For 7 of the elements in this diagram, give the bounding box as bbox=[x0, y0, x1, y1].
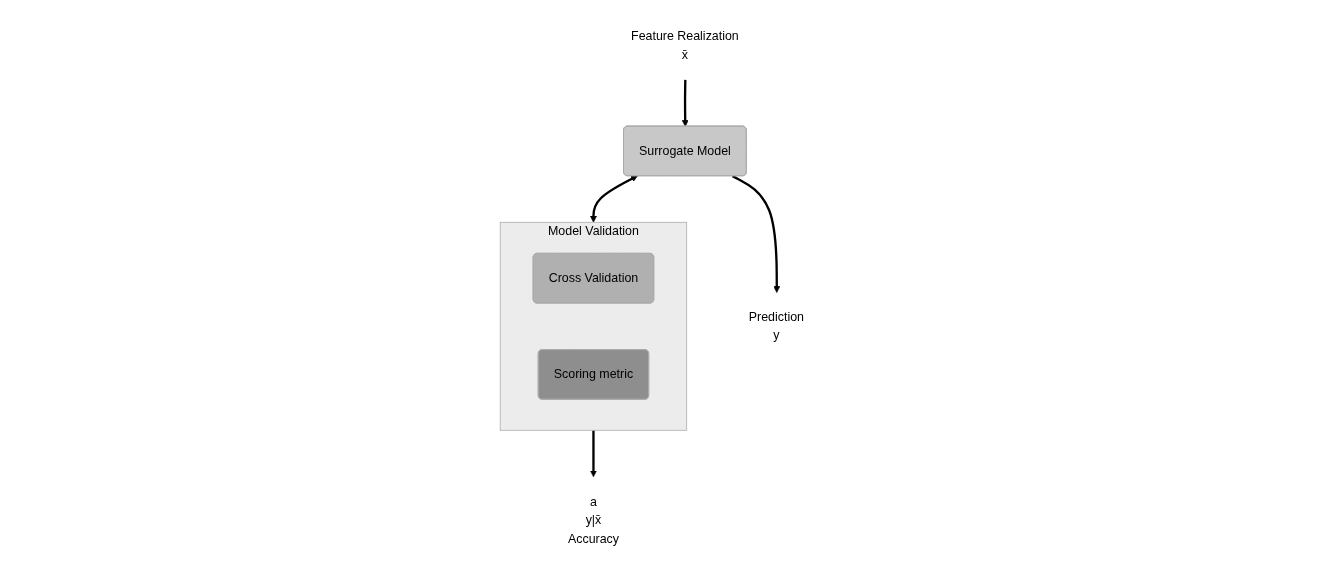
node-text: Feature Realization x̄ bbox=[631, 29, 739, 61]
node-text: Prediction y bbox=[748, 310, 805, 342]
arrow bbox=[590, 430, 597, 478]
arrow bbox=[590, 175, 638, 223]
arrow bbox=[681, 79, 689, 127]
node-text: a y|x̄ Accuracy bbox=[568, 494, 620, 546]
arrow bbox=[732, 175, 781, 293]
